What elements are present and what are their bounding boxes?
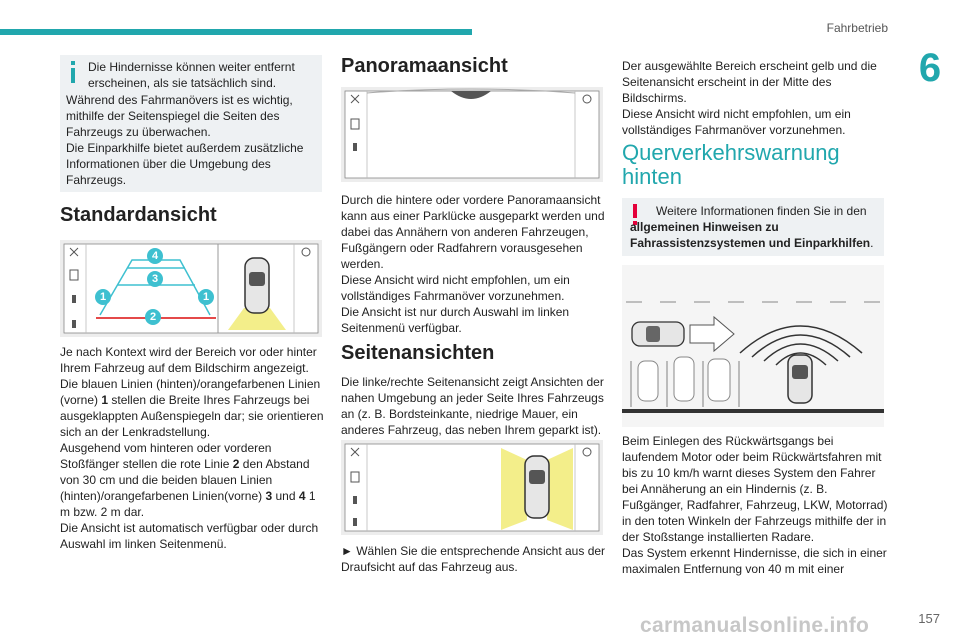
heading-panoramaansicht: Panoramaansicht [341, 55, 508, 77]
close-icon [69, 247, 79, 257]
camera-icon [350, 471, 360, 483]
car-icon [524, 455, 550, 519]
warning-box: Weitere Informationen finden Sie in den … [622, 198, 884, 256]
side-view-text: Die linke/rechte Seitenansicht zeigt Ans… [341, 375, 604, 437]
panorama-figure [341, 87, 603, 182]
standard-view-figure: 4 3 1 1 2 [60, 240, 322, 337]
camera-icon [69, 269, 79, 281]
sensor-icon [72, 320, 76, 328]
watermark: carmanualsonline.info [640, 614, 870, 637]
side-view-instruction: ► Wählen Sie die entsprechende Ansicht a… [341, 544, 606, 574]
info-text: Die Hindernisse können weiter entfernt e… [88, 60, 295, 90]
sensor-icon [353, 143, 357, 151]
chapter-title: Fahrbetrieb [826, 21, 888, 35]
settings-icon [582, 447, 592, 457]
warning-text: Weitere Informationen finden Sie in den … [630, 204, 874, 250]
label-1-right: 1 [198, 289, 214, 305]
header-bar [0, 29, 472, 35]
side-view-figure [341, 440, 603, 535]
cross-traffic-figure [622, 265, 884, 427]
close-icon [350, 94, 360, 104]
close-icon [350, 447, 360, 457]
page-number: 157 [918, 611, 940, 626]
warning-icon [633, 204, 637, 225]
selected-area-text: Der ausgewählte Bereich erscheint gelb u… [622, 59, 877, 137]
label-3: 3 [147, 271, 163, 287]
cross-traffic-text: Beim Einlegen des Rückwärtsgangs bei lau… [622, 434, 888, 576]
car-icon [631, 321, 685, 347]
info-box: Die Hindernisse können weiter entfernt e… [60, 55, 322, 192]
heading-standardansicht: Standardansicht [60, 204, 217, 226]
sensor-icon [72, 295, 76, 303]
heading-querverkehrswarnung: Querverkehrswarnung hinten [622, 140, 840, 189]
sensor-icon [353, 518, 357, 526]
heading-seitenansichten: Seitenansichten [341, 342, 495, 364]
chapter-number: 6 [918, 46, 942, 90]
camera-icon [350, 118, 360, 130]
standard-view-text: Je nach Kontext wird der Bereich vor ode… [60, 345, 324, 551]
settings-icon [301, 247, 311, 257]
arrow-icon [689, 315, 735, 353]
info-paragraph: Während des Fahrmanövers ist es wichtig,… [66, 93, 304, 187]
label-4: 4 [147, 248, 163, 264]
sensor-icon [353, 496, 357, 504]
info-icon [71, 61, 75, 83]
label-2: 2 [145, 309, 161, 325]
settings-icon [582, 94, 592, 104]
label-1-left: 1 [95, 289, 111, 305]
panorama-text: Durch die hintere oder vordere Panoramaa… [341, 193, 605, 335]
